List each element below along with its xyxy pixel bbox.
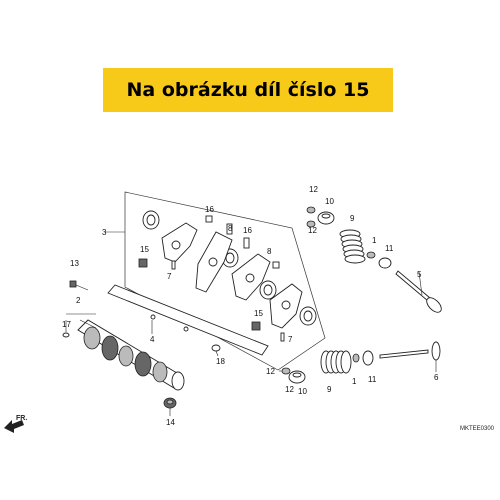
callout-9: 9 <box>327 385 332 394</box>
callout-13: 13 <box>70 259 79 268</box>
callout-12: 12 <box>285 385 294 394</box>
rocker-assembly-frame <box>124 191 326 371</box>
bolt-15 <box>138 258 148 268</box>
rocker-arm <box>269 283 303 329</box>
spring-seat <box>362 350 374 366</box>
callout-16: 16 <box>205 205 214 214</box>
callout-18: 18 <box>216 357 225 366</box>
callout-15: 15 <box>254 309 263 318</box>
adjusting-screw <box>243 237 250 249</box>
callout-2: 2 <box>76 296 81 305</box>
callout-7: 7 <box>288 335 293 344</box>
front-arrow-icon <box>4 420 24 433</box>
callout-5: 5 <box>417 270 422 279</box>
callout-12: 12 <box>309 185 318 194</box>
part-number-banner: Na obrázku díl číslo 15 <box>103 68 393 112</box>
callout-17: 17 <box>62 320 71 329</box>
rocker-pin <box>280 332 285 342</box>
callout-16: 16 <box>243 226 252 235</box>
valve-spring <box>339 229 366 264</box>
valve-seal <box>352 353 360 363</box>
adjusting-screw <box>226 223 233 235</box>
callout-8: 8 <box>228 224 233 233</box>
callout-14: 14 <box>166 418 175 427</box>
callout-9: 9 <box>350 214 355 223</box>
spring-seat <box>378 257 392 269</box>
valve-cotter <box>281 367 291 375</box>
callout-1: 1 <box>352 377 357 386</box>
rocker-shaft <box>107 284 269 356</box>
bolt-13 <box>69 280 89 291</box>
callout-12: 12 <box>266 367 275 376</box>
callout-6: 6 <box>434 373 439 382</box>
banner-text: Na obrázku díl číslo 15 <box>126 79 370 101</box>
valve-5 <box>395 270 442 313</box>
valve-spring <box>320 350 352 374</box>
rocker-arm <box>161 222 198 263</box>
valve-cotter <box>306 206 316 214</box>
rocker-arm <box>195 231 233 293</box>
callout-15: 15 <box>140 245 149 254</box>
rocker-pin <box>171 260 176 270</box>
part-18 <box>211 344 221 352</box>
callout-4: 4 <box>150 335 155 344</box>
camshaft-pin <box>62 332 70 338</box>
callout-3: 3 <box>102 228 107 237</box>
adjusting-nut <box>272 261 280 269</box>
part-14 <box>163 397 177 409</box>
callout-12: 12 <box>308 226 317 235</box>
rocker-arm <box>231 253 271 301</box>
callout-11: 11 <box>368 375 377 384</box>
callout-11: 11 <box>385 244 394 253</box>
bolt-15 <box>251 321 261 331</box>
callout-10: 10 <box>298 387 307 396</box>
camshaft <box>77 319 185 391</box>
callout-1: 1 <box>372 236 377 245</box>
adjusting-nut <box>205 215 213 223</box>
valve-cotter <box>306 220 316 228</box>
callout-10: 10 <box>325 197 334 206</box>
valve-6 <box>379 341 441 361</box>
callout-8: 8 <box>267 247 272 256</box>
direction-label: FR. <box>16 415 27 422</box>
valve-seal <box>366 251 376 259</box>
callout-7: 7 <box>167 272 172 281</box>
diagram-code: MKTEE0300 <box>460 426 495 432</box>
